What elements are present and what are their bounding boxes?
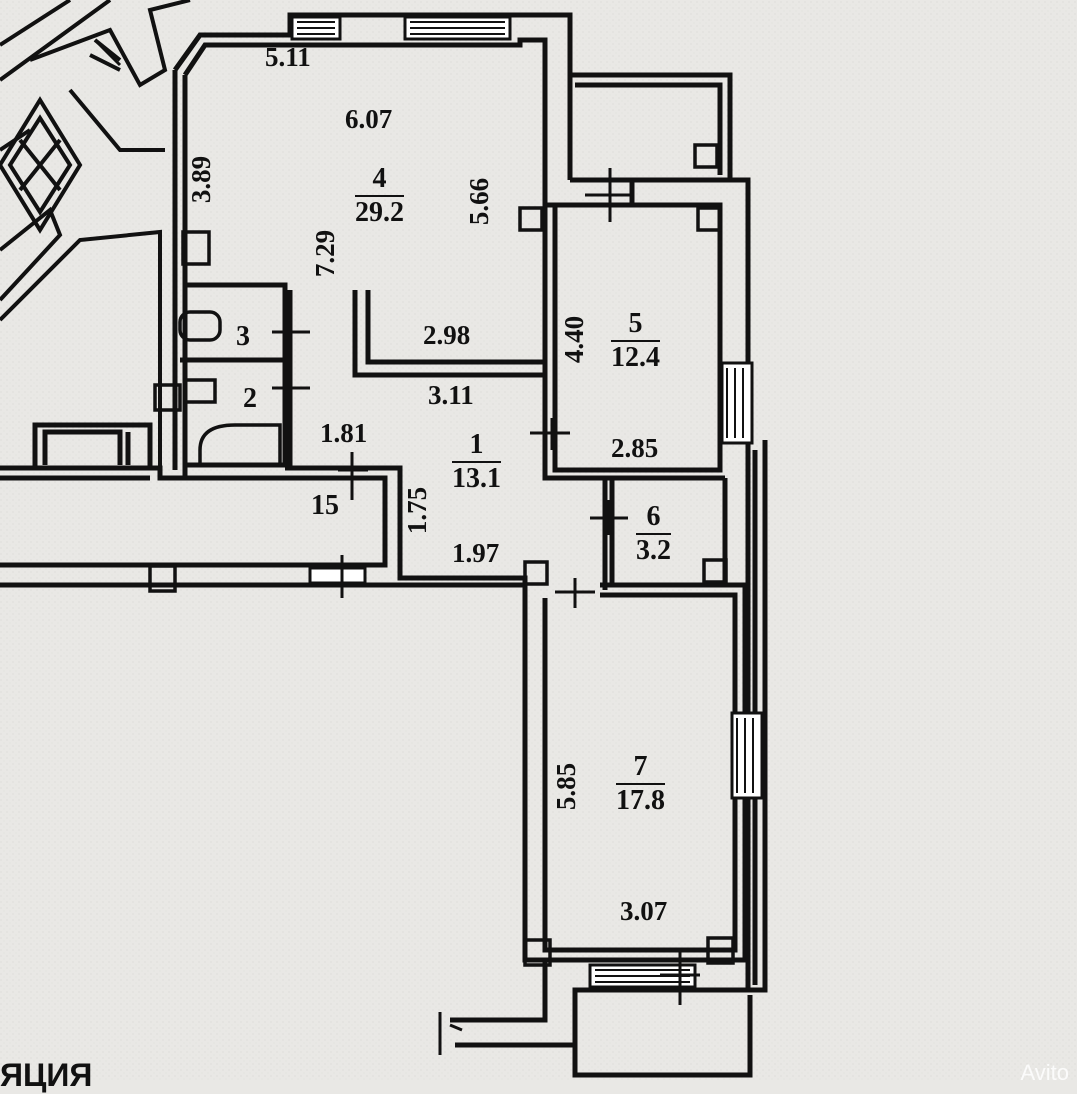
room-area: 29.2 (355, 197, 404, 228)
room-number: 5 (611, 309, 660, 342)
dim-1-97: 1.97 (452, 540, 499, 567)
room-5-label: 5 12.4 (611, 309, 660, 373)
dim-4-40: 4.40 (561, 316, 588, 363)
dim-1-75: 1.75 (404, 487, 431, 534)
room-number: 4 (355, 164, 404, 197)
room-area: 17.8 (616, 785, 665, 816)
room-area: 12.4 (611, 342, 660, 373)
room-6-label: 6 3.2 (636, 502, 671, 566)
dim-2-85: 2.85 (611, 435, 658, 462)
room-area: 3.2 (636, 535, 671, 566)
dim-5-11: 5.11 (265, 44, 311, 71)
dim-3-07: 3.07 (620, 898, 667, 925)
room-number: 7 (616, 752, 665, 785)
dim-6-07: 6.07 (345, 106, 392, 133)
dim-3-11: 3.11 (428, 382, 474, 409)
room-3-number: 3 (236, 323, 250, 351)
dim-3-89: 3.89 (188, 156, 215, 203)
room-number: 1 (452, 430, 501, 463)
room-number: 6 (636, 502, 671, 535)
room-15-number: 15 (311, 492, 339, 520)
room-2-number: 2 (243, 385, 257, 413)
dim-2-98: 2.98 (423, 322, 470, 349)
room-4-label: 4 29.2 (355, 164, 404, 228)
room-7-label: 7 17.8 (616, 752, 665, 816)
dim-5-66: 5.66 (466, 178, 493, 225)
watermark: Avito (1020, 1060, 1069, 1086)
room-area: 13.1 (452, 463, 501, 494)
footer-caption: ЯЦИЯ (0, 1057, 92, 1094)
dim-7-29: 7.29 (312, 230, 339, 277)
dim-5-85: 5.85 (553, 763, 580, 810)
room-1-label: 1 13.1 (452, 430, 501, 494)
dim-1-81: 1.81 (320, 420, 367, 447)
